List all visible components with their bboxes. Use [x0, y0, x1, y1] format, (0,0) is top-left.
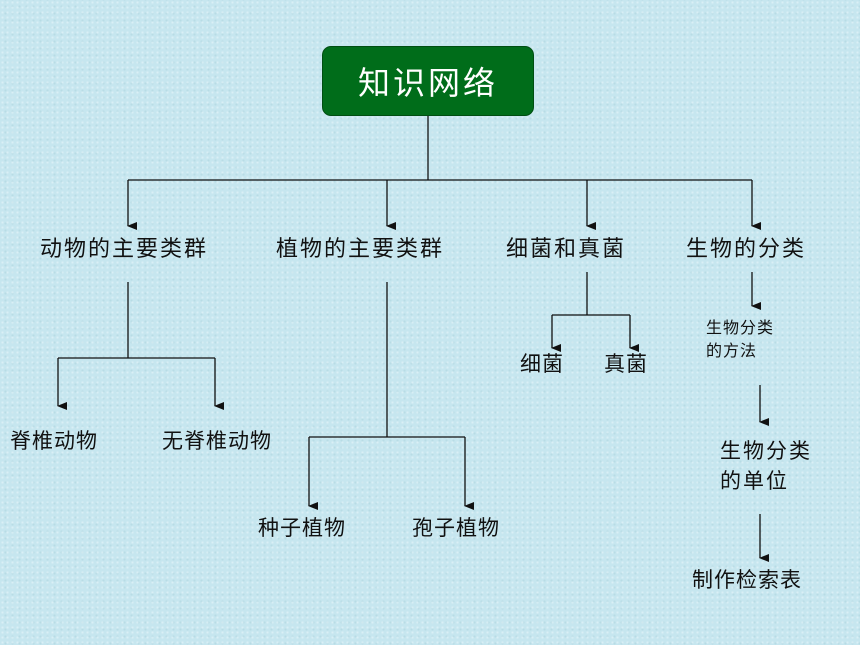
node-classification-unit-line2: 的单位 — [720, 469, 789, 494]
node-seed-plants: 种子植物 — [258, 516, 346, 540]
node-classification: 生物的分类 — [686, 237, 807, 262]
node-classification-unit-line1: 生物分类 — [720, 439, 812, 463]
node-vertebrates: 脊椎动物 — [10, 429, 98, 453]
title-text: 知识网络 — [357, 64, 498, 102]
node-invertebrates: 无脊椎动物 — [162, 429, 272, 453]
title-box: 知识网络 — [322, 46, 534, 116]
node-classification-method-line2: 的方法 — [706, 341, 758, 361]
node-identification-key: 制作检索表 — [692, 568, 802, 592]
node-plants: 植物的主要类群 — [276, 237, 445, 262]
node-classification-method-line1: 生物分类 — [706, 318, 775, 337]
node-bacteria: 细菌 — [520, 352, 564, 376]
node-spore-plants: 孢子植物 — [412, 516, 500, 540]
node-microbes: 细菌和真菌 — [506, 237, 627, 262]
node-animals: 动物的主要类群 — [40, 237, 209, 262]
node-classification-method: 生物分类 的方法 — [706, 316, 816, 362]
node-fungi: 真菌 — [604, 352, 648, 376]
node-classification-unit: 生物分类 的单位 — [720, 436, 850, 497]
